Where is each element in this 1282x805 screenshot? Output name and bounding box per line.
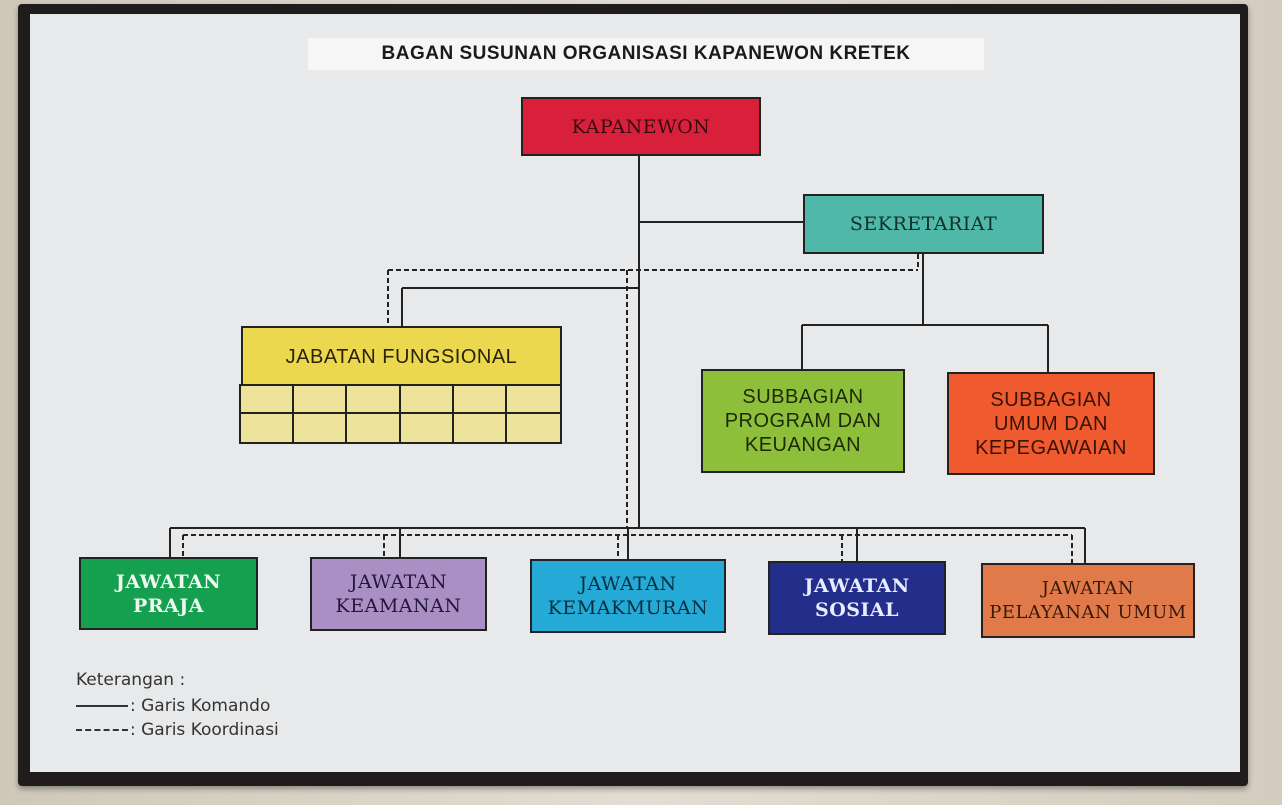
- legend-item-command: : Garis Komando: [76, 694, 279, 718]
- coordination-lines: [182, 254, 1073, 563]
- legend: Keterangan : : Garis Komando : Garis Koo…: [76, 668, 279, 742]
- jabatan-fungsional-grid: [239, 384, 562, 444]
- legend-label-coordination: : Garis Koordinasi: [130, 720, 279, 740]
- node-jawatan-sosial: JAWATAN SOSIAL: [768, 561, 946, 635]
- dashed-line-swatch: [76, 729, 128, 731]
- node-subbagian-umum: SUBBAGIAN UMUM DAN KEPEGAWAIAN: [947, 372, 1155, 475]
- legend-label-command: : Garis Komando: [130, 696, 271, 716]
- node-jawatan-pelayanan-umum: JAWATAN PELAYANAN UMUM: [981, 563, 1195, 638]
- node-jawatan-praja: JAWATAN PRAJA: [79, 557, 258, 630]
- chart-title: BAGAN SUSUNAN ORGANISASI KAPANEWON KRETE…: [308, 38, 984, 70]
- node-jawatan-keamanan: JAWATAN KEAMANAN: [310, 557, 487, 631]
- node-sekretariat: SEKRETARIAT: [803, 194, 1044, 254]
- legend-item-coordination: : Garis Koordinasi: [76, 718, 279, 742]
- node-kapanewon: KAPANEWON: [521, 97, 761, 156]
- node-subbagian-program: SUBBAGIAN PROGRAM DAN KEUANGAN: [701, 369, 905, 473]
- solid-line-swatch: [76, 705, 128, 707]
- legend-heading: Keterangan :: [76, 670, 186, 690]
- node-jabatan-fungsional: JABATAN FUNGSIONAL: [241, 326, 562, 386]
- node-jawatan-kemakmuran: JAWATAN KEMAKMURAN: [530, 559, 726, 633]
- command-lines: [169, 156, 1086, 563]
